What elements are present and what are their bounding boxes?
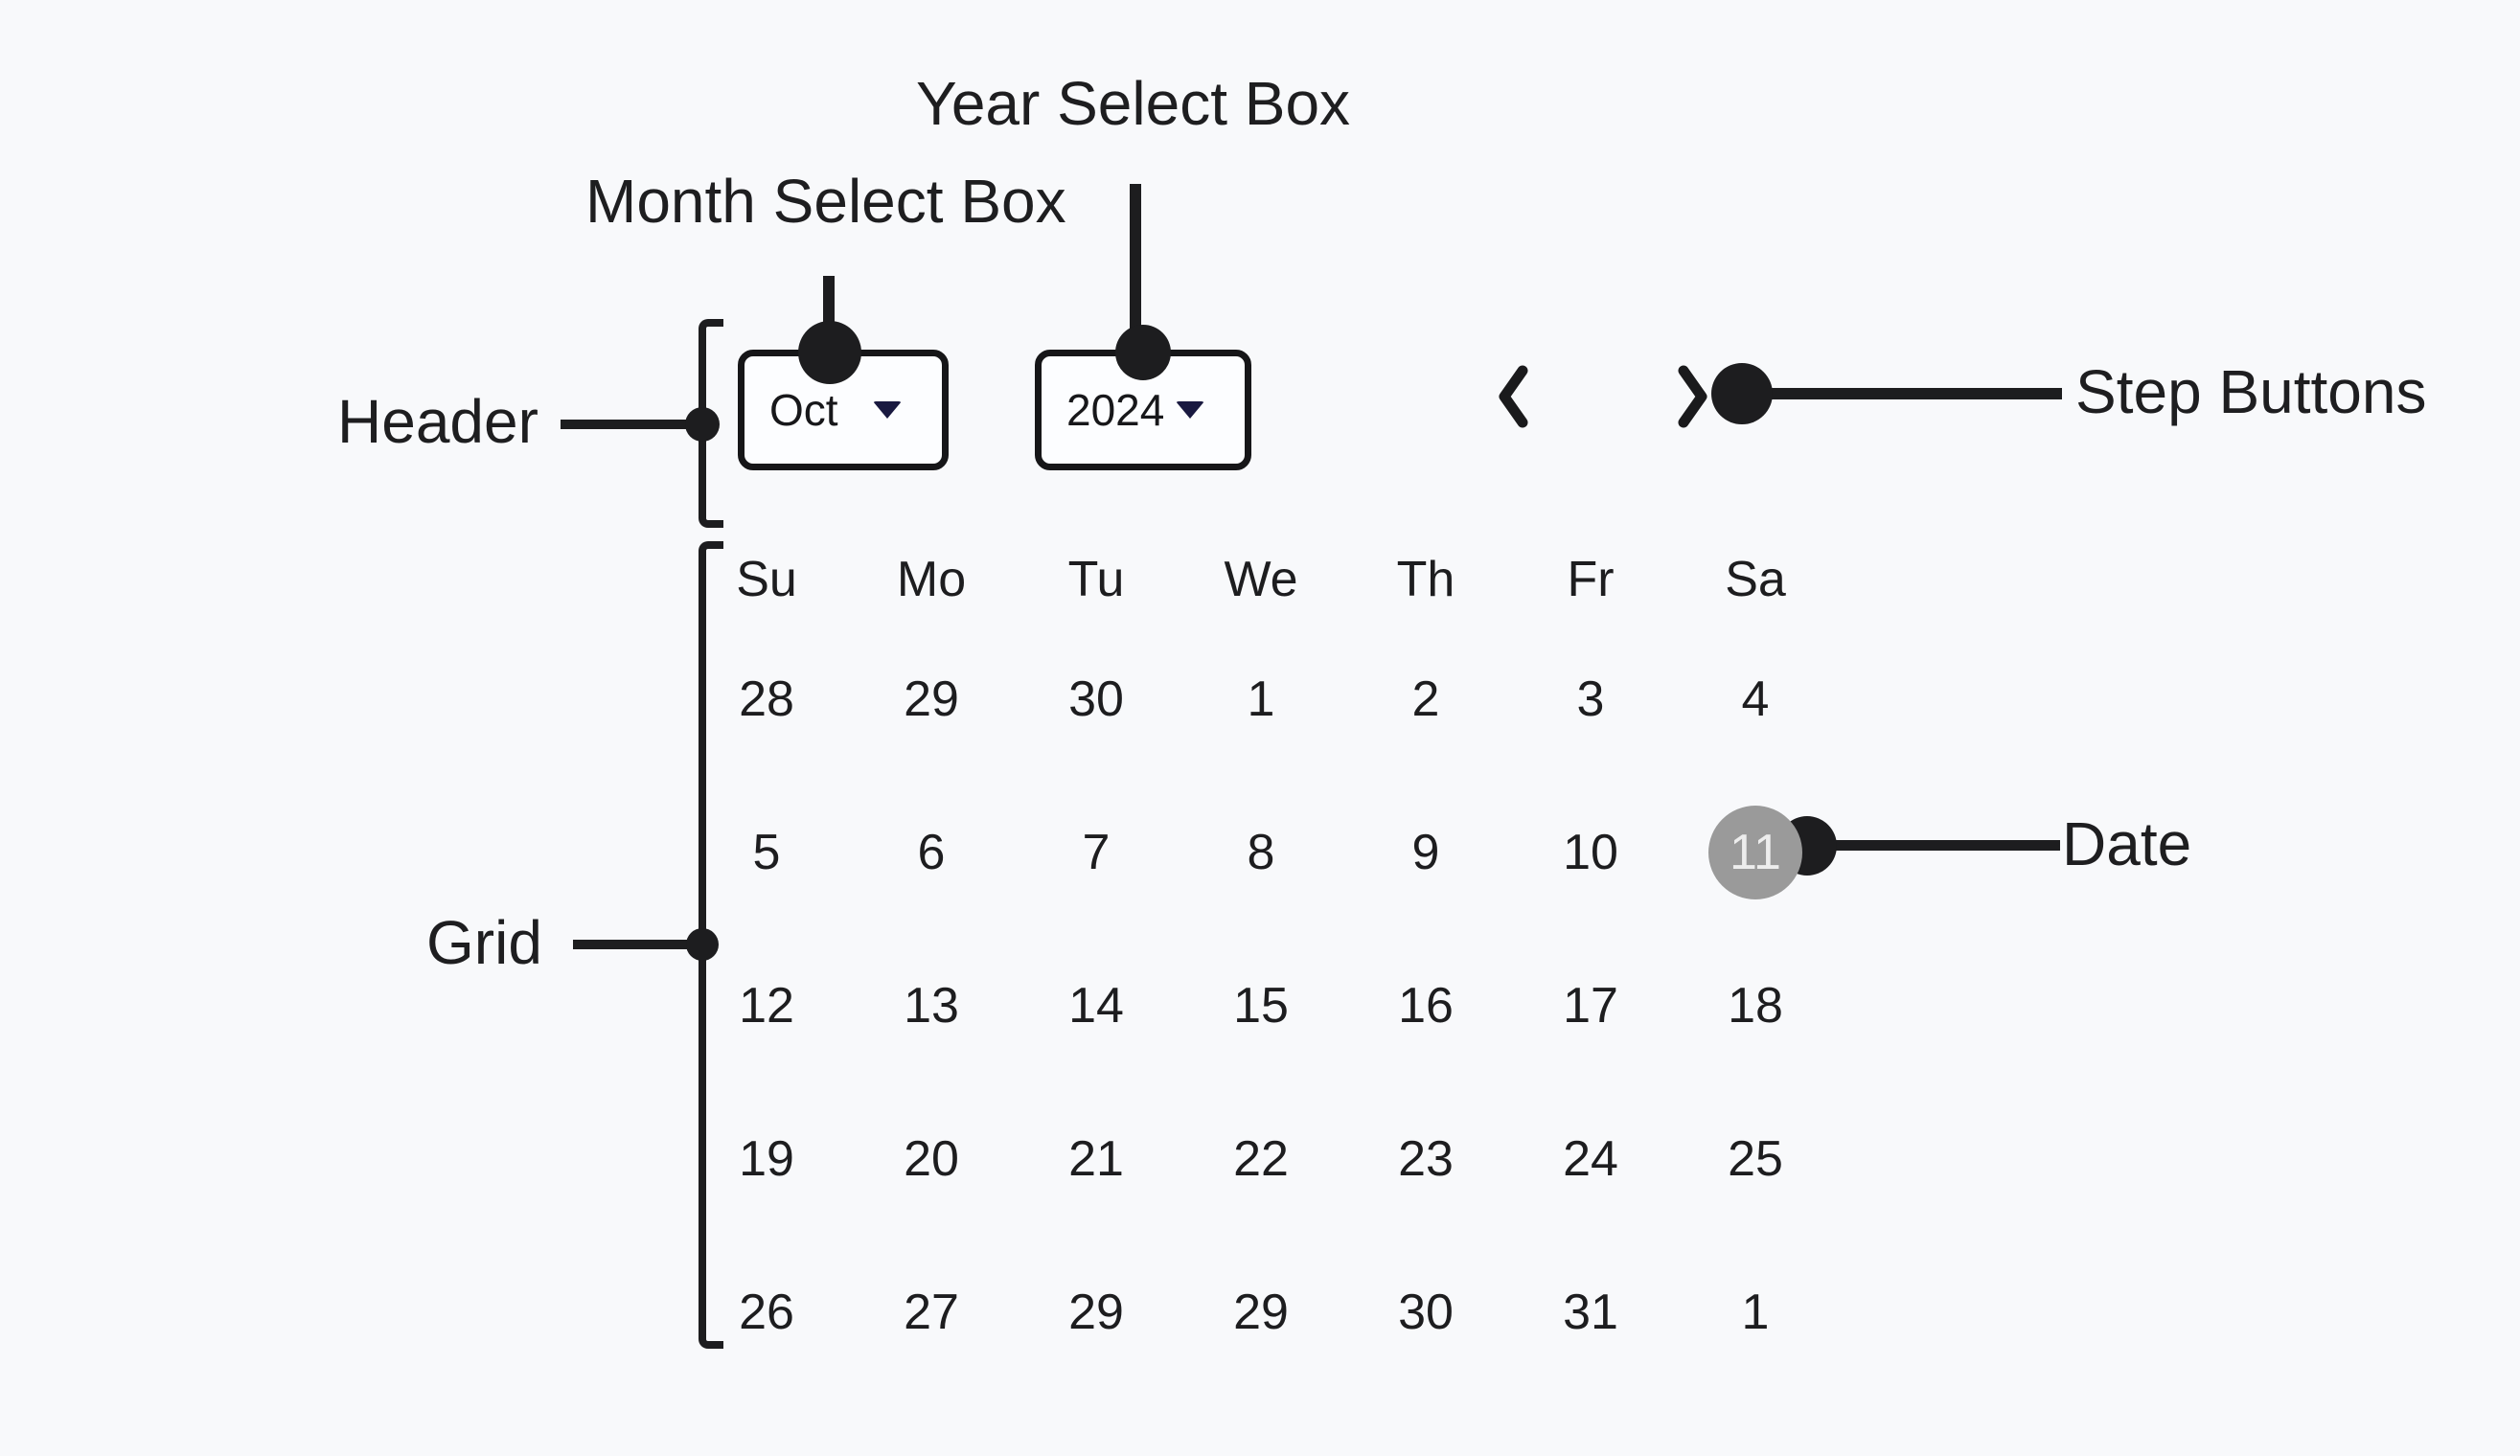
day-cell[interactable]: 29: [904, 671, 959, 727]
day-cell[interactable]: 4: [1741, 671, 1770, 727]
next-month-button[interactable]: [1673, 364, 1711, 429]
day-cell[interactable]: 1: [1247, 671, 1275, 727]
month-select-value: Oct: [769, 385, 838, 435]
day-cell[interactable]: 16: [1398, 978, 1454, 1034]
day-cell[interactable]: 27: [904, 1285, 959, 1340]
day-cell[interactable]: 5: [752, 825, 781, 880]
year-pointer-line: [1130, 184, 1141, 358]
step-pointer-dot: [1711, 363, 1773, 424]
day-cell[interactable]: 17: [1563, 978, 1618, 1034]
day-cell[interactable]: 22: [1233, 1131, 1289, 1187]
day-cell[interactable]: 24: [1563, 1131, 1618, 1187]
day-cell[interactable]: 13: [904, 978, 959, 1034]
day-cell[interactable]: 14: [1068, 978, 1124, 1034]
annotation-year-select-label: Year Select Box: [916, 69, 1351, 138]
day-cell[interactable]: 19: [739, 1131, 794, 1187]
day-cell[interactable]: 3: [1576, 671, 1605, 727]
weekday-header: Mo: [896, 552, 967, 607]
step-pointer-line: [1763, 388, 2062, 399]
calendar-grid: Su Mo Tu We Th Fr Sa 28 29 30 1 2 3 4 5 …: [684, 536, 1838, 1389]
header-pointer-line: [561, 420, 704, 429]
annotation-step-buttons-label: Step Buttons: [2075, 357, 2427, 426]
chevron-left-icon: [1495, 364, 1533, 429]
day-cell[interactable]: 29: [1068, 1285, 1124, 1340]
day-cell[interactable]: 1: [1741, 1285, 1770, 1340]
day-cell[interactable]: 7: [1082, 825, 1111, 880]
day-cell[interactable]: 18: [1728, 978, 1783, 1034]
day-cell[interactable]: 2: [1411, 671, 1440, 727]
day-cell[interactable]: 28: [739, 671, 794, 727]
day-cell[interactable]: 12: [739, 978, 794, 1034]
annotation-month-select-label: Month Select Box: [585, 167, 1066, 236]
day-cell[interactable]: 8: [1247, 825, 1275, 880]
day-cell-selected[interactable]: 11: [1673, 776, 1838, 929]
day-cell[interactable]: 21: [1068, 1131, 1124, 1187]
weekday-header: We: [1224, 552, 1298, 607]
day-cell[interactable]: 30: [1398, 1285, 1454, 1340]
year-select-value: 2024: [1066, 385, 1165, 435]
header-pointer-dot: [685, 407, 720, 442]
previous-month-button[interactable]: [1495, 364, 1533, 429]
day-cell[interactable]: 20: [904, 1131, 959, 1187]
grid-pointer-dot: [686, 928, 719, 961]
day-cell[interactable]: 9: [1411, 825, 1440, 880]
day-cell[interactable]: 10: [1563, 825, 1618, 880]
annotation-header-label: Header: [337, 387, 538, 456]
day-cell[interactable]: 26: [739, 1285, 794, 1340]
month-pointer-dot: [798, 321, 861, 384]
weekday-header: Su: [736, 552, 797, 607]
day-cell[interactable]: 31: [1563, 1285, 1618, 1340]
annotation-grid-label: Grid: [426, 908, 542, 977]
year-pointer-dot: [1115, 325, 1171, 380]
weekday-header: Sa: [1725, 552, 1786, 607]
weekday-header: Fr: [1567, 552, 1615, 607]
weekday-header: Tu: [1067, 552, 1125, 607]
day-cell[interactable]: 15: [1233, 978, 1289, 1034]
year-select-box[interactable]: 2024: [1035, 350, 1251, 470]
weekday-header: Th: [1396, 552, 1455, 607]
day-cell[interactable]: 23: [1398, 1131, 1454, 1187]
day-cell[interactable]: 6: [917, 825, 946, 880]
selected-date-circle: 11: [1708, 806, 1802, 899]
grid-pointer-line: [573, 940, 703, 949]
caret-down-icon: [1176, 401, 1204, 419]
annotation-date-label: Date: [2062, 809, 2192, 878]
day-cell[interactable]: 29: [1233, 1285, 1289, 1340]
day-cell[interactable]: 30: [1068, 671, 1124, 727]
chevron-right-icon: [1673, 364, 1711, 429]
caret-down-icon: [873, 401, 902, 419]
date-pointer-line: [1819, 840, 2060, 851]
day-cell[interactable]: 25: [1728, 1131, 1783, 1187]
